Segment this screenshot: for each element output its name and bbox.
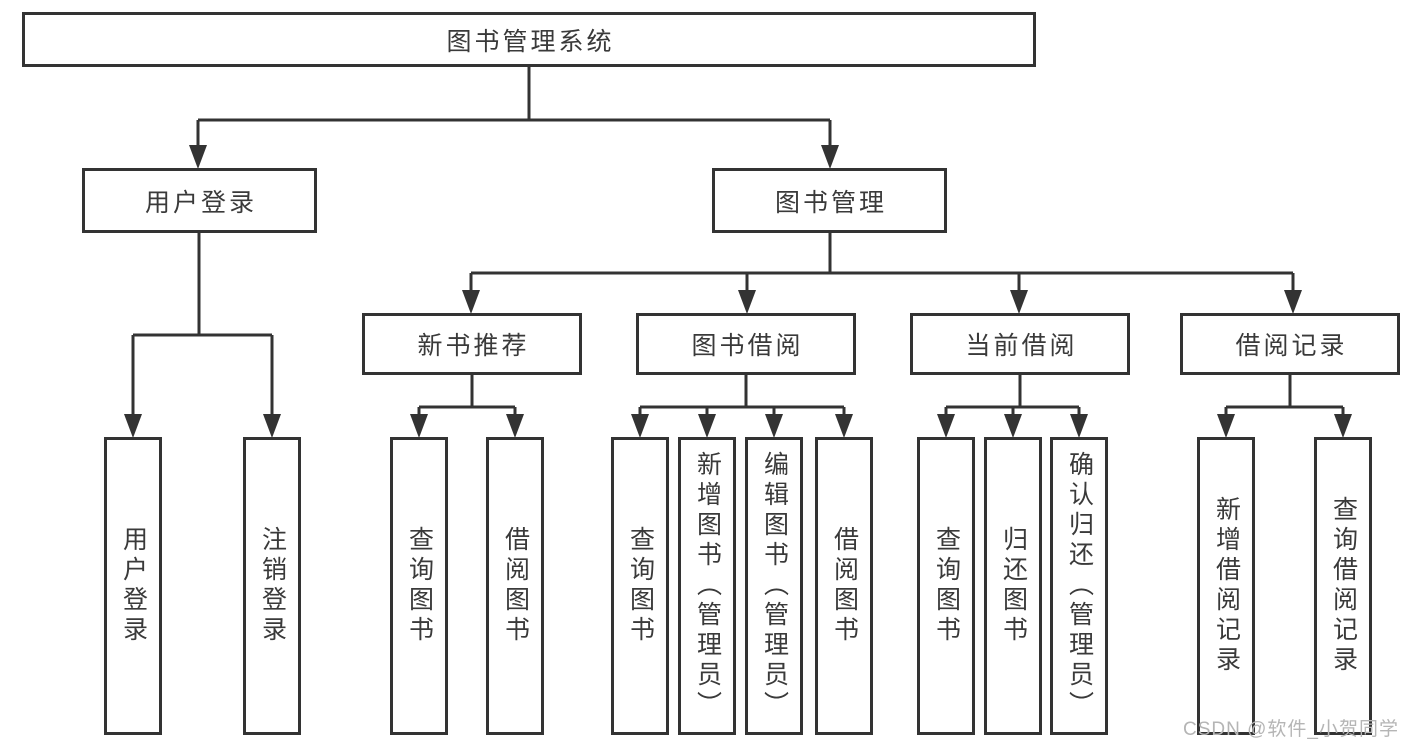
node-new-book-recommend: 新书推荐 (362, 313, 582, 375)
leaf-records-query-record-label: 查询借阅记录 (1329, 496, 1358, 676)
node-current-borrow-label: 当前借阅 (965, 332, 1078, 360)
arrow-down-icon (1284, 290, 1302, 314)
leaf-current-confirm-return-admin-label: 确认归还（管理员） (1065, 451, 1094, 721)
leaf-borrow-edit-book-admin: 编辑图书（管理员） (745, 437, 803, 735)
arrow-down-icon (835, 414, 853, 438)
connector-recommend-to-leaves (417, 375, 517, 416)
leaf-recommend-borrow-book: 借阅图书 (486, 437, 544, 735)
leaf-borrow-add-book-admin: 新增图书（管理员） (678, 437, 736, 735)
arrow-down-icon (1334, 414, 1352, 438)
node-book-management: 图书管理 (712, 168, 947, 233)
leaf-current-query-book: 查询图书 (917, 437, 975, 735)
node-borrow-records-label: 借阅记录 (1235, 332, 1348, 360)
arrow-down-icon (631, 414, 649, 438)
arrow-down-icon (738, 290, 756, 314)
node-book-borrow: 图书借阅 (636, 313, 856, 375)
node-root-label: 图书管理系统 (446, 27, 615, 56)
leaf-recommend-query-book: 查询图书 (390, 437, 448, 735)
arrow-down-icon (462, 290, 480, 314)
connector-records-to-leaves (1224, 375, 1345, 416)
leaf-recommend-borrow-book-label: 借阅图书 (501, 526, 530, 646)
leaf-current-confirm-return-admin: 确认归还（管理员） (1050, 437, 1108, 735)
node-new-book-recommend-label: 新书推荐 (417, 332, 530, 360)
node-user-login: 用户登录 (82, 168, 317, 233)
leaf-borrow-query-book: 查询图书 (611, 437, 669, 735)
connector-borrow-to-leaves (638, 375, 846, 416)
leaf-records-query-record: 查询借阅记录 (1314, 437, 1372, 735)
leaf-records-add-record: 新增借阅记录 (1197, 437, 1255, 735)
arrow-down-icon (410, 414, 428, 438)
arrow-down-icon (1070, 414, 1088, 438)
arrow-down-icon (765, 414, 783, 438)
leaf-current-return-book: 归还图书 (984, 437, 1042, 735)
node-current-borrow: 当前借阅 (910, 313, 1130, 375)
leaf-borrow-borrow-book-label: 借阅图书 (830, 526, 859, 646)
arrow-down-icon (189, 145, 207, 169)
connector-user-login-to-leaves (131, 233, 274, 415)
connector-arrowheads (124, 145, 1352, 438)
arrow-down-icon (263, 414, 281, 438)
connector-book-management-to-groups (469, 233, 1295, 290)
leaf-recommend-query-book-label: 查询图书 (405, 526, 434, 646)
arrow-down-icon (1010, 290, 1028, 314)
arrow-down-icon (506, 414, 524, 438)
arrow-down-icon (698, 414, 716, 438)
connector-current-to-leaves (944, 375, 1081, 416)
node-borrow-records: 借阅记录 (1180, 313, 1400, 375)
arrow-down-icon (1217, 414, 1235, 438)
node-book-management-label: 图书管理 (774, 188, 887, 217)
leaf-borrow-query-book-label: 查询图书 (626, 526, 655, 646)
leaf-logout: 注销登录 (243, 437, 301, 735)
node-book-borrow-label: 图书借阅 (691, 332, 804, 360)
connector-lines (131, 67, 1345, 416)
leaf-borrow-borrow-book: 借阅图书 (815, 437, 873, 735)
arrow-down-icon (124, 414, 142, 438)
leaf-current-query-book-label: 查询图书 (932, 526, 961, 646)
node-user-login-label: 用户登录 (144, 188, 257, 217)
arrow-down-icon (821, 145, 839, 169)
arrow-down-icon (937, 414, 955, 438)
leaf-current-return-book-label: 归还图书 (999, 526, 1028, 646)
leaf-logout-label: 注销登录 (258, 526, 287, 646)
leaf-user-login-label: 用户登录 (119, 526, 148, 646)
leaf-borrow-edit-book-admin-label: 编辑图书（管理员） (760, 451, 789, 721)
leaf-user-login: 用户登录 (104, 437, 162, 735)
node-root: 图书管理系统 (22, 12, 1036, 67)
connector-root-to-level2 (196, 67, 832, 146)
leaf-records-add-record-label: 新增借阅记录 (1212, 496, 1241, 676)
watermark: CSDN @软件_小贺同学 (1183, 719, 1399, 740)
leaf-borrow-add-book-admin-label: 新增图书（管理员） (693, 451, 722, 721)
arrow-down-icon (1004, 414, 1022, 438)
